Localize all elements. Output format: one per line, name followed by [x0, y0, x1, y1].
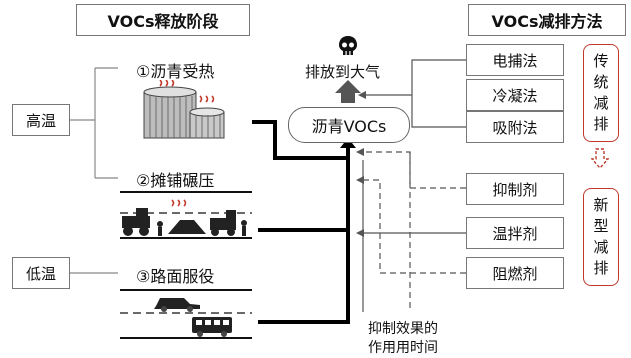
method-flame-retardant: 阻燃剂 [466, 257, 564, 289]
bus-icon [192, 317, 232, 337]
arrow-up-icon [335, 80, 361, 103]
method-condensation: 冷凝法 [466, 79, 564, 111]
temp-high-box: 高温 [12, 104, 70, 136]
car-icon [154, 298, 200, 312]
new-reduction-label: 新 型 减 排 [583, 188, 619, 286]
time-caption-line2: 作用用时间 [368, 340, 438, 356]
stage2-label: ②摊铺碾压 [136, 171, 215, 190]
method-warm-mix: 温拌剂 [466, 217, 564, 249]
asphalt-tank-icon [143, 80, 225, 139]
method-inhibitor: 抑制剂 [466, 173, 564, 205]
skull-icon [339, 36, 357, 55]
heat-wave-icon [159, 80, 215, 103]
stage3-label: ③路面服役 [136, 267, 215, 286]
temp-low-box: 低温 [12, 257, 70, 289]
stage1-label: ①沥青受热 [136, 62, 215, 81]
arrow-down-icon [591, 148, 609, 170]
traditional-reduction-label: 传 统 减 排 [583, 44, 619, 142]
release-label: 排放到大气 [305, 63, 381, 81]
left-header: VOCs释放阶段 [76, 4, 250, 36]
heat-wave-icon [171, 199, 187, 207]
method-electrostatic: 电捕法 [466, 44, 564, 76]
center-node-asphalt-vocs: 沥青VOCs [288, 107, 410, 143]
paving-machine-icon [122, 199, 247, 236]
right-header: VOCs减排方法 [468, 4, 626, 36]
method-adsorption: 吸附法 [466, 111, 564, 143]
time-caption-line1: 抑制效果的 [368, 321, 438, 337]
